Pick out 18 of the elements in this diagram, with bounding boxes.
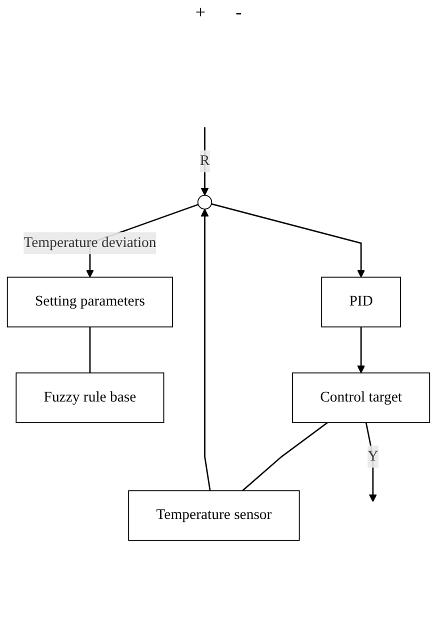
node-box: Setting parameters <box>6 276 174 328</box>
connector <box>89 326 91 373</box>
arrow <box>200 127 209 196</box>
arrow <box>211 203 366 278</box>
edge-label: R <box>200 152 210 169</box>
node-box: Control target <box>292 372 430 424</box>
node-box: Temperature sensor <box>128 490 300 541</box>
edge-label: Y <box>368 448 378 464</box>
node-circle <box>197 194 212 210</box>
connector <box>242 422 328 492</box>
arrow <box>200 208 211 491</box>
node-box: Fuzzy rule base <box>16 372 164 424</box>
node-box: PID <box>321 276 401 328</box>
arrow <box>357 326 366 374</box>
sign-label: - <box>236 2 242 23</box>
sign-label: + <box>195 2 206 23</box>
edge-label: Temperature deviation <box>24 234 156 251</box>
arrow <box>365 422 377 502</box>
